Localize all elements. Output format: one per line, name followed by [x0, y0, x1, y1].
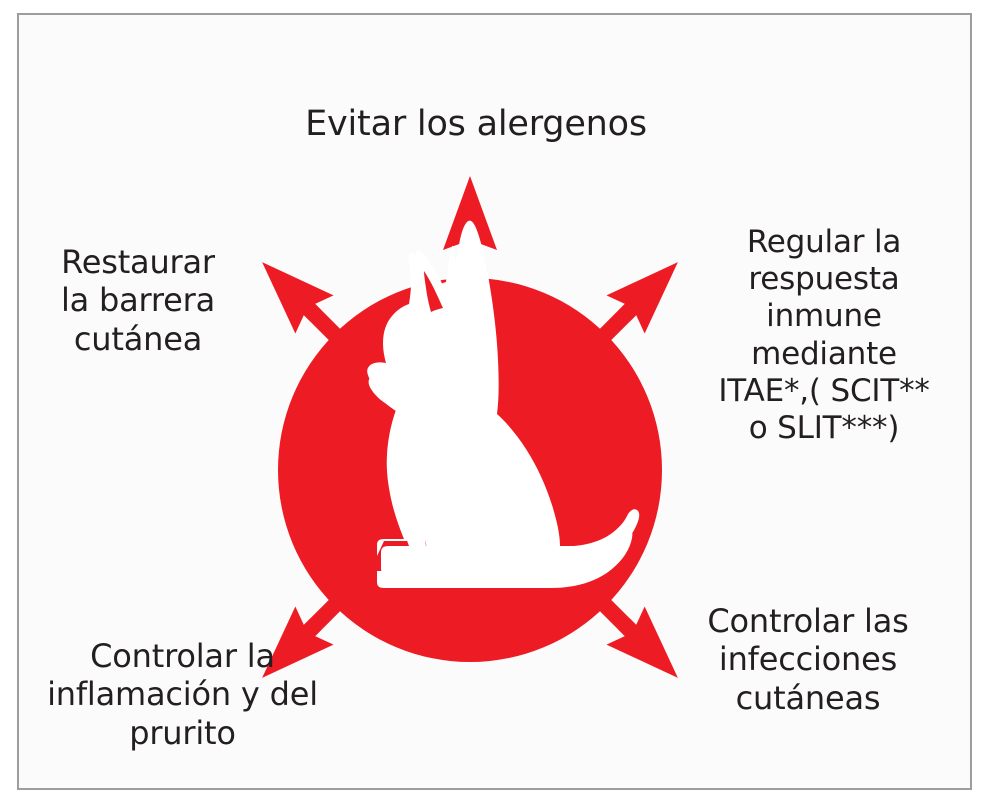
label-left-restaurar-barrera-cutanea: Restaurar la barrera cutánea — [60, 243, 216, 358]
label-bottom-left-controlar-inflamacion-prurito: Controlar la inflamación y del prurito — [47, 637, 318, 752]
label-right-regular-respuesta-inmune: Regular la respuesta inmune mediante ITA… — [718, 224, 930, 446]
label-top-evitar-alergenos: Evitar los alergenos — [305, 104, 647, 144]
label-bottom-right-controlar-infecciones-cutaneas: Controlar las infecciones cutáneas — [707, 602, 909, 717]
dog-ear-notch — [424, 271, 443, 312]
